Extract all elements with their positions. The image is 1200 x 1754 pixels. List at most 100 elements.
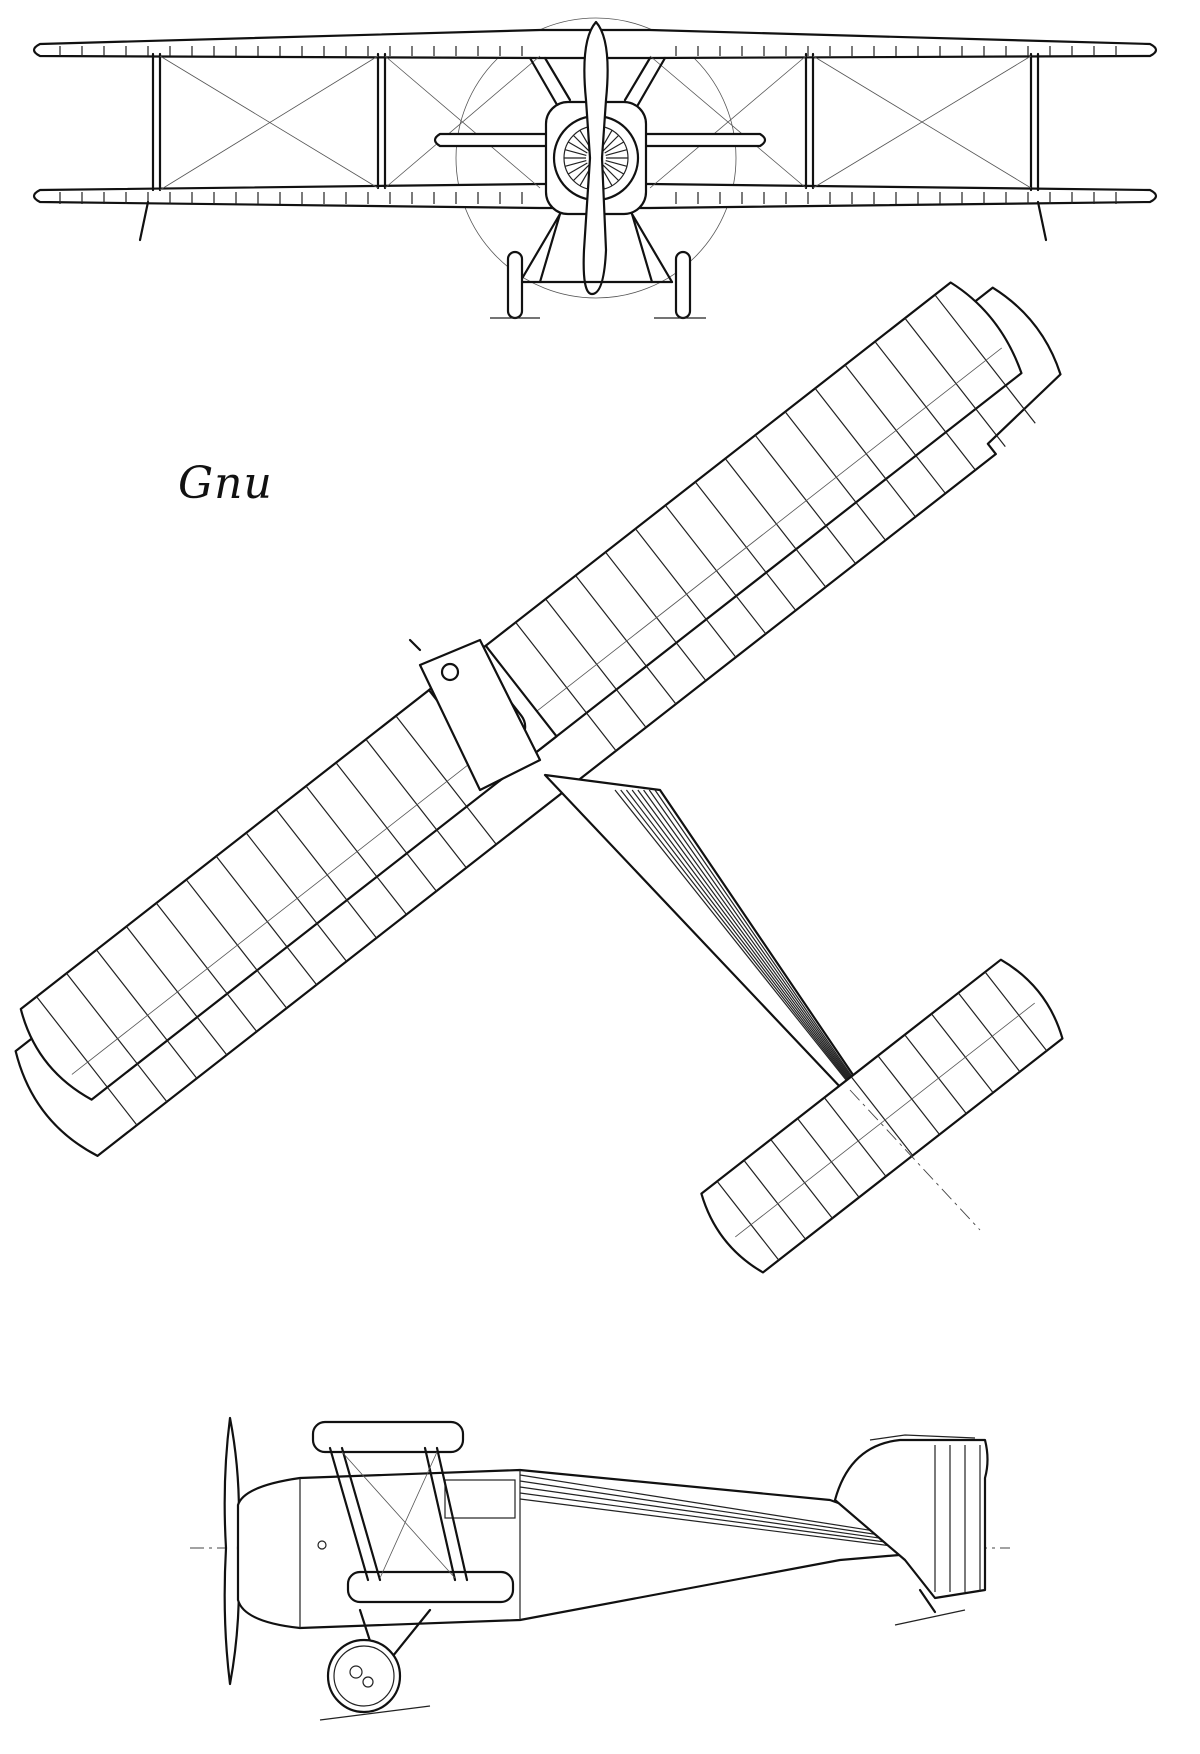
- cabin-window: [444, 1479, 516, 1519]
- lower-wing-side: [346, 1570, 515, 1604]
- fuselage-side-stringers: [519, 1474, 901, 1548]
- wing-rib: [754, 434, 857, 564]
- wing-rib: [904, 317, 1006, 448]
- wing-rib: [66, 972, 168, 1103]
- wheel-hub-b: [362, 1676, 374, 1688]
- tailplane-rib: [904, 1034, 967, 1114]
- wing-rib: [305, 785, 407, 915]
- side-stringer: [519, 1486, 901, 1542]
- wing-rib: [395, 715, 497, 845]
- wing-rib: [634, 528, 737, 658]
- fuselage-stringer: [614, 789, 863, 1101]
- right-tip-skid: [1036, 200, 1048, 242]
- wing-rib: [515, 621, 617, 752]
- wing-rib: [844, 364, 946, 494]
- wing-rib: [575, 575, 677, 705]
- fuselage-stringer: [648, 789, 868, 1101]
- fuselage-stringer: [643, 789, 867, 1101]
- upper-wing-side: [311, 1420, 465, 1454]
- wing-rib: [155, 902, 258, 1032]
- front-view: [32, 17, 1158, 320]
- wing-rib: [185, 879, 288, 1009]
- tailplane-rib: [797, 1118, 860, 1198]
- cylinder-fin: [605, 149, 628, 156]
- side-stringer: [519, 1474, 901, 1536]
- cylinder-fin: [602, 164, 620, 182]
- wing-rib: [245, 832, 347, 962]
- fuselage-stringer: [625, 789, 865, 1101]
- cylinder-fin: [567, 141, 588, 154]
- cylinder-fin: [564, 149, 587, 156]
- tail-skid: [918, 1588, 937, 1614]
- tailplane-rib: [931, 1013, 994, 1094]
- wing-rib: [215, 855, 318, 986]
- cylinder-fin: [572, 134, 590, 152]
- undercarriage-front: [518, 212, 674, 284]
- side-stringer: [519, 1480, 901, 1539]
- rudder-horn: [869, 1434, 976, 1441]
- cylinder-fin: [572, 164, 590, 182]
- wing-rib: [275, 809, 377, 939]
- ground-line-side: [319, 1705, 431, 1721]
- cylinder-fin: [604, 162, 625, 175]
- wing-rib: [664, 504, 767, 635]
- left-tip-skid: [138, 200, 150, 242]
- rudder-lines: [934, 1445, 981, 1592]
- wing-rib: [335, 762, 437, 892]
- cylinder-fin: [567, 162, 588, 175]
- fuselage-stringer: [637, 789, 866, 1101]
- tailplane-plan: [700, 958, 1064, 1274]
- cylinder-fin: [564, 160, 587, 167]
- wing-rib: [814, 388, 916, 518]
- propeller-side: [223, 1416, 241, 1686]
- wing-rib: [874, 341, 976, 471]
- wing-rib: [365, 738, 467, 869]
- pitot-plan: [408, 638, 422, 652]
- bracing-wires: [159, 55, 1032, 191]
- interplane-struts-side: [328, 1446, 469, 1582]
- wing-rib: [934, 294, 1036, 424]
- lower-wing-ribs: [59, 192, 1117, 204]
- tailplane-rib: [984, 971, 1048, 1052]
- right-wheel: [674, 250, 692, 320]
- wing-ribs-plan: [36, 294, 1036, 1126]
- wheel-side: [326, 1638, 402, 1714]
- wing-rib: [605, 551, 707, 681]
- fuselage-stringer: [620, 789, 864, 1101]
- tailplane-rib: [877, 1055, 940, 1135]
- fuselage-stringers: [614, 789, 869, 1101]
- fuselage-stringer: [631, 789, 866, 1101]
- fuselage-plan: [543, 773, 872, 1110]
- wing-rib: [784, 411, 886, 541]
- tailplane-rib: [743, 1160, 807, 1240]
- cylinder-fin: [602, 134, 620, 152]
- wing-rib: [95, 949, 198, 1079]
- cylinder-fin: [604, 141, 625, 154]
- fin-rudder: [833, 1438, 989, 1600]
- wheel-rim: [333, 1645, 395, 1707]
- side-stringer: [519, 1492, 901, 1545]
- interplane-struts: [151, 52, 1040, 192]
- fuselage-stringer: [654, 789, 869, 1101]
- cylinder-fin: [605, 160, 628, 167]
- wing-rib: [545, 598, 647, 728]
- tailplane-rib: [716, 1180, 780, 1261]
- fuselage-fitting: [317, 1540, 327, 1550]
- aircraft-name-label: Gnu: [178, 458, 273, 509]
- cabane-struts: [528, 56, 667, 112]
- wing-rib: [36, 996, 138, 1126]
- tailplane-rib: [850, 1076, 914, 1156]
- upper-wing-ribs: [59, 46, 1117, 56]
- tailplane-rib: [957, 992, 1021, 1073]
- plan-view: [14, 281, 1064, 1274]
- side-stringer: [519, 1498, 901, 1548]
- centreline-plan: [849, 1089, 981, 1231]
- tailplane-rib: [823, 1097, 887, 1177]
- left-wheel: [506, 250, 524, 320]
- wing-rib: [724, 458, 827, 588]
- wing-rib: [125, 926, 228, 1056]
- side-view: [190, 1416, 1010, 1721]
- tailplane-rib: [770, 1139, 833, 1219]
